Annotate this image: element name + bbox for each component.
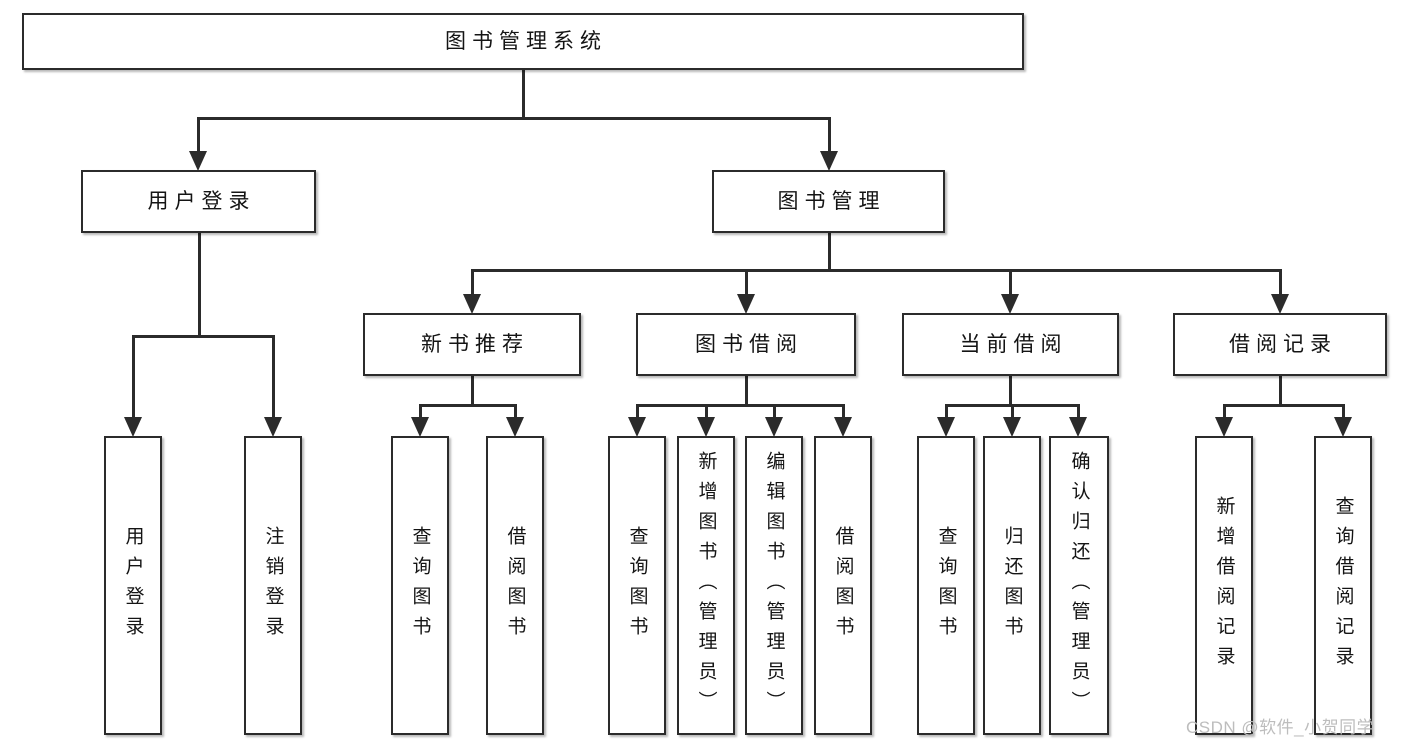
- node-label: 注销登录: [262, 525, 284, 646]
- connector-line-vertical: [1010, 405, 1014, 421]
- connector-line-vertical: [1341, 405, 1345, 421]
- node-confirm-return-admin: 确认归还（管理员）: [1049, 436, 1109, 735]
- connector-line-vertical: [1008, 270, 1012, 297]
- node-label: 新增图书（管理员）: [695, 450, 717, 721]
- connector-line-vertical: [521, 70, 525, 118]
- node-borrow-books-2: 借阅图书: [814, 436, 872, 735]
- node-book-borrowing: 图书借阅: [636, 313, 856, 376]
- connector-line-vertical: [827, 118, 831, 155]
- connector-line-vertical: [470, 376, 474, 405]
- arrowhead-down-icon: [1334, 417, 1352, 437]
- node-query-borrow-record: 查询借阅记录: [1314, 436, 1372, 735]
- arrowhead-down-icon: [1003, 417, 1021, 437]
- connector-line-vertical: [271, 336, 275, 421]
- node-book-management: 图书管理: [712, 170, 945, 233]
- arrowhead-down-icon: [189, 151, 207, 171]
- node-label: 查询借阅记录: [1332, 495, 1354, 676]
- node-label: 编辑图书（管理员）: [763, 450, 785, 721]
- node-label: 新增借阅记录: [1213, 495, 1235, 676]
- node-borrowing-records: 借阅记录: [1173, 313, 1387, 376]
- node-label: 借阅记录: [1229, 333, 1337, 356]
- connector-line-vertical: [1278, 376, 1282, 405]
- connector-line-vertical: [513, 405, 517, 421]
- arrowhead-down-icon: [463, 294, 481, 314]
- connector-line-vertical: [744, 270, 748, 297]
- connector-line-vertical: [1008, 376, 1012, 405]
- node-borrow-books-1: 借阅图书: [486, 436, 544, 735]
- node-label: 查询图书: [409, 525, 431, 646]
- node-current-borrowing: 当前借阅: [902, 313, 1119, 376]
- arrowhead-down-icon: [1215, 417, 1233, 437]
- connector-line-vertical: [744, 376, 748, 405]
- node-label: 图书管理: [777, 190, 886, 213]
- node-logout: 注销登录: [244, 436, 302, 735]
- node-new-book-recommend: 新书推荐: [363, 313, 581, 376]
- node-label: 归还图书: [1001, 525, 1023, 646]
- arrowhead-down-icon: [411, 417, 429, 437]
- arrowhead-down-icon: [765, 417, 783, 437]
- node-edit-book-admin: 编辑图书（管理员）: [745, 436, 803, 735]
- node-label: 图书借阅: [695, 333, 803, 356]
- arrowhead-down-icon: [834, 417, 852, 437]
- node-user-login-leaf: 用户登录: [104, 436, 162, 735]
- node-add-book-admin: 新增图书（管理员）: [677, 436, 735, 735]
- connector-line-vertical: [197, 233, 201, 336]
- connector-line-vertical: [1222, 405, 1226, 421]
- connector-line-horizontal: [131, 334, 275, 338]
- node-label: 用户登录: [122, 525, 144, 646]
- arrowhead-down-icon: [1069, 417, 1087, 437]
- arrowhead-down-icon: [1271, 294, 1289, 314]
- connector-line-vertical: [635, 405, 639, 421]
- arrowhead-down-icon: [264, 417, 282, 437]
- node-label: 图书管理系统: [445, 30, 607, 53]
- watermark: CSDN @软件_小贺同学: [1186, 718, 1375, 737]
- connector-line-horizontal: [1222, 403, 1345, 407]
- node-label: 借阅图书: [504, 525, 526, 646]
- connector-line-vertical: [418, 405, 422, 421]
- node-label: 查询图书: [626, 525, 648, 646]
- node-label: 借阅图书: [832, 525, 854, 646]
- arrowhead-down-icon: [1001, 294, 1019, 314]
- connector-line-vertical: [827, 233, 831, 270]
- connector-line-vertical: [196, 118, 200, 155]
- arrowhead-down-icon: [737, 294, 755, 314]
- node-add-borrow-record: 新增借阅记录: [1195, 436, 1253, 735]
- node-label: 确认归还（管理员）: [1068, 450, 1090, 721]
- connector-line-vertical: [944, 405, 948, 421]
- node-label: 查询图书: [935, 525, 957, 646]
- node-user-login: 用户登录: [81, 170, 316, 233]
- connector-line-vertical: [131, 336, 135, 421]
- connector-line-horizontal: [418, 403, 517, 407]
- arrowhead-down-icon: [124, 417, 142, 437]
- connector-line-vertical: [1076, 405, 1080, 421]
- node-query-books-1: 查询图书: [391, 436, 449, 735]
- arrowhead-down-icon: [820, 151, 838, 171]
- connector-line-horizontal: [196, 116, 831, 120]
- node-library-management-system: 图书管理系统: [22, 13, 1024, 70]
- node-label: 当前借阅: [959, 333, 1068, 356]
- node-query-books-3: 查询图书: [917, 436, 975, 735]
- connector-line-vertical: [470, 270, 474, 297]
- connector-line-vertical: [772, 405, 776, 421]
- connector-line-vertical: [1278, 270, 1282, 297]
- node-query-books-2: 查询图书: [608, 436, 666, 735]
- connector-line-horizontal: [470, 268, 1282, 272]
- arrowhead-down-icon: [506, 417, 524, 437]
- connector-line-horizontal: [635, 403, 845, 407]
- arrowhead-down-icon: [697, 417, 715, 437]
- connector-line-vertical: [704, 405, 708, 421]
- arrowhead-down-icon: [937, 417, 955, 437]
- node-label: 用户登录: [147, 190, 256, 213]
- node-return-books: 归还图书: [983, 436, 1041, 735]
- connector-line-horizontal: [944, 403, 1080, 407]
- node-label: 新书推荐: [421, 333, 529, 356]
- connector-line-vertical: [841, 405, 845, 421]
- arrowhead-down-icon: [628, 417, 646, 437]
